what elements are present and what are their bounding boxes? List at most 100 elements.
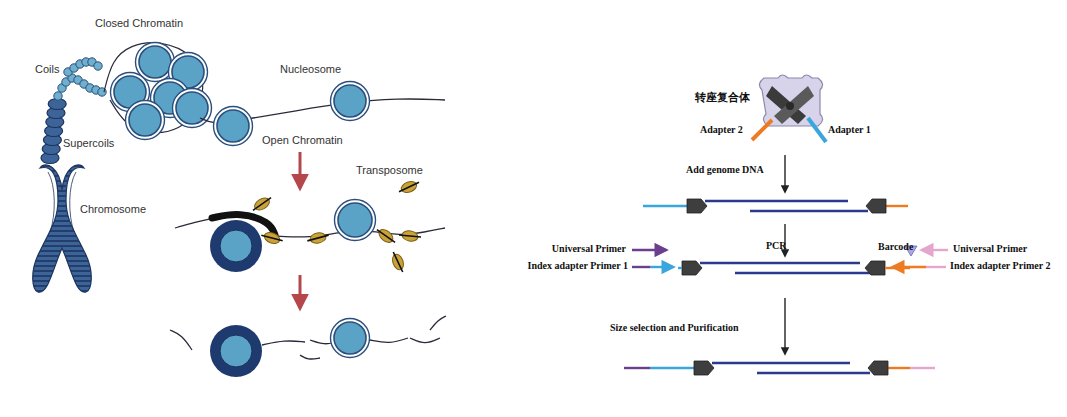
adapter-1-end — [643, 205, 689, 207]
transposase-cap — [868, 361, 888, 375]
adapter-1-end — [678, 267, 682, 269]
nucleosome-ring — [331, 82, 370, 121]
chromatin-illustration — [33, 43, 446, 378]
primer-label: Universal Primer — [953, 243, 1027, 255]
universal-primer-arrow — [632, 249, 666, 251]
transposome-adapter — [377, 228, 395, 244]
structure-label: Chromosome — [80, 203, 146, 216]
dna-strand — [410, 338, 440, 343]
dna-fragments — [170, 316, 446, 377]
genomic-dna — [705, 200, 848, 202]
transposome-body — [377, 227, 396, 245]
nucleosome-core — [217, 110, 249, 142]
transposome-adapter — [393, 251, 402, 272]
structure-label: Transposome — [356, 164, 423, 177]
universal-primer-end — [624, 367, 650, 369]
transposase-cap — [866, 199, 886, 213]
transposome-enzyme — [260, 230, 284, 247]
dna-strand — [300, 355, 320, 359]
genomic-dna — [757, 372, 870, 374]
process-arrow — [299, 152, 302, 188]
primer-label: Index adapter Primer 2 — [950, 260, 1050, 272]
nucleosome-core — [129, 104, 161, 136]
transposome-adapter — [307, 235, 329, 241]
genomic-dna — [750, 210, 868, 212]
universal-primer-end — [910, 367, 935, 369]
tn5-arm — [774, 86, 814, 124]
structure-label: Nucleosome — [280, 63, 341, 76]
genomic-dna — [712, 362, 850, 364]
adapter-1-end — [650, 367, 696, 369]
component-label: 转座复合体 — [695, 92, 750, 105]
transposome-enzyme — [374, 225, 397, 247]
chromosome — [33, 165, 92, 292]
transposome-enzyme — [398, 229, 421, 243]
dna-strand — [262, 341, 305, 345]
nucleosome-ring — [214, 107, 253, 146]
dna-strand — [370, 338, 408, 342]
transposase-cap — [687, 199, 707, 213]
chromatid-edge — [48, 172, 76, 232]
bound-nucleosome-core — [220, 230, 252, 262]
transposome-enzyme — [397, 179, 421, 196]
primer-label: Index adapter Primer 1 — [528, 260, 628, 272]
transposome-body — [253, 196, 272, 213]
genomic-dna — [735, 272, 885, 274]
transposome-enzyme — [306, 231, 329, 245]
dna-strand — [430, 316, 446, 330]
universal-primer-arrow — [922, 249, 948, 251]
dna-strand — [170, 330, 192, 350]
adapter-label: Adapter 2 — [700, 124, 743, 136]
transposase-cap — [682, 261, 702, 275]
index-primer-arrow — [893, 266, 926, 268]
index-primer-tail — [926, 266, 946, 268]
adapter-2-strand — [752, 120, 772, 140]
nucleosome-ring — [173, 89, 212, 128]
nucleosome-core — [139, 46, 171, 78]
transposome-complex — [759, 75, 822, 126]
coil-bead — [54, 92, 62, 100]
adapter-2-end — [886, 367, 910, 369]
tn5-hub — [786, 102, 794, 110]
supercoil — [41, 99, 66, 164]
adapter-2-end — [884, 205, 908, 207]
structure-label: Supercoils — [63, 137, 114, 150]
adapter-label: Adapter 1 — [828, 124, 871, 136]
nucleosome-ring — [126, 101, 165, 140]
chromosome-body — [33, 165, 92, 292]
nucleosome-core — [334, 322, 366, 354]
transposome-adapter — [252, 198, 272, 211]
coil — [54, 58, 106, 100]
nucleosome-core — [338, 203, 372, 237]
transposase-cap — [865, 261, 885, 275]
step-label: Size selection and Purification — [610, 322, 739, 334]
transposome-adapter — [399, 233, 421, 239]
tagmentation-step — [175, 179, 445, 275]
nucleosome-core — [334, 85, 366, 117]
step-label: Add genome DNA — [686, 164, 764, 176]
nucleosome-ring — [331, 319, 370, 358]
transposome-adapter — [398, 182, 419, 191]
step-arrow — [784, 298, 785, 354]
bound-nucleosome — [210, 325, 262, 377]
transposase-cap — [694, 361, 714, 375]
closed-chromatin — [104, 43, 212, 140]
index-primer-arrow — [650, 266, 673, 268]
transposome-enzyme — [250, 194, 274, 214]
bound-nucleosome-core — [220, 335, 252, 367]
primer-label: Universal Primer — [552, 243, 626, 255]
structure-label: Coils — [35, 63, 59, 76]
structure-label: Closed Chromatin — [95, 17, 183, 30]
barcode-label: Barcode — [878, 241, 913, 253]
step-arrow — [784, 155, 785, 192]
process-arrow — [299, 275, 302, 308]
nucleosome-ring — [335, 200, 376, 241]
adapter-1-strand — [808, 118, 826, 142]
bound-nucleosome — [210, 220, 262, 272]
transposome-adapter — [261, 233, 282, 242]
index-primer-tail — [632, 266, 650, 268]
coil-bead — [94, 62, 102, 70]
step-label: PCR — [766, 240, 787, 252]
